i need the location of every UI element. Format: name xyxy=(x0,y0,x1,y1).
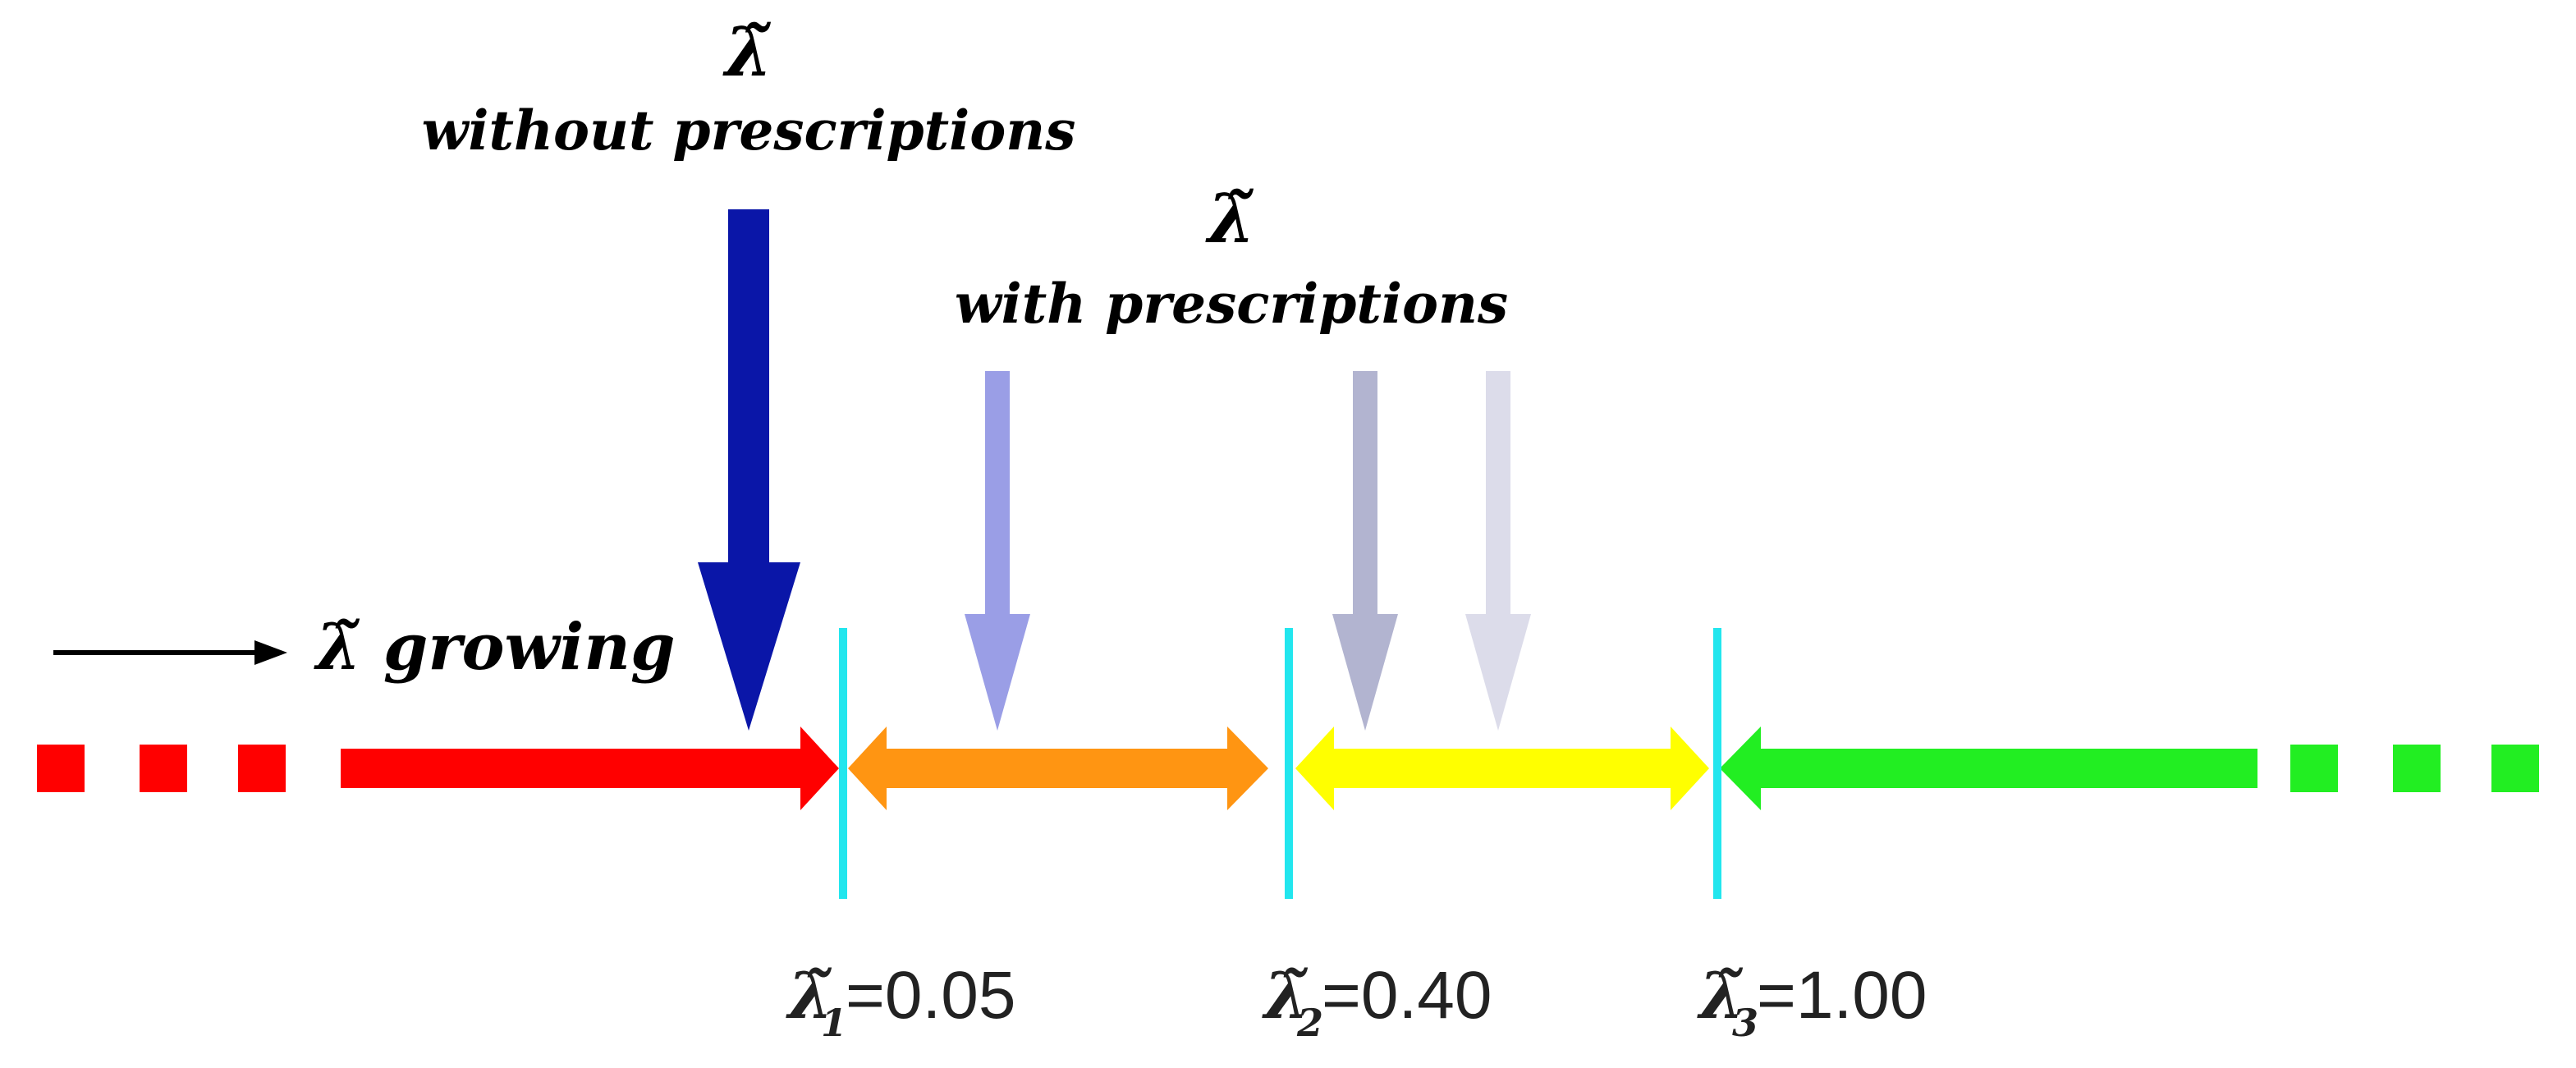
threshold-label-3: λ̃ 3 =1.00 xyxy=(1697,958,1927,1045)
with-prescriptions-arrow-1 xyxy=(965,371,1030,731)
yellow-double-arrow xyxy=(1295,727,1709,810)
threshold-divider-2 xyxy=(1285,628,1293,899)
orange-double-arrow xyxy=(848,727,1268,810)
without-prescriptions-arrow xyxy=(698,209,800,731)
threshold-2-value: =0.40 xyxy=(1322,958,1492,1033)
threshold-3-subscript: 3 xyxy=(1732,1001,1758,1045)
threshold-3-symbol: λ̃ xyxy=(1697,959,1744,1034)
threshold-3-value: =1.00 xyxy=(1757,958,1927,1033)
threshold-label-2: λ̃ 2 =0.40 xyxy=(1262,958,1492,1045)
growing-direction-arrow xyxy=(53,640,287,665)
threshold-divider-3 xyxy=(1713,628,1721,899)
threshold-divider-1 xyxy=(839,628,847,899)
threshold-2-symbol: λ̃ xyxy=(1262,959,1309,1034)
growing-label: λ̃ growing xyxy=(314,610,676,685)
red-arrow xyxy=(341,727,839,810)
threshold-1-symbol: λ̃ xyxy=(786,959,833,1034)
threshold-2-subscript: 2 xyxy=(1296,1001,1323,1045)
threshold-1-subscript: 1 xyxy=(821,1001,847,1045)
with-prescriptions-arrow-3 xyxy=(1465,371,1531,731)
green-arrow xyxy=(1720,727,2257,810)
threshold-label-1: λ̃ 1 =0.05 xyxy=(786,958,1015,1045)
without-label-text: without prescriptions xyxy=(422,99,1076,163)
without-label-symbol: λ̃ xyxy=(722,13,772,92)
red-dashes-left xyxy=(37,745,286,792)
with-label-text: with prescriptions xyxy=(955,272,1508,336)
green-dashes-right xyxy=(2290,745,2539,792)
threshold-1-value: =0.05 xyxy=(846,958,1015,1033)
with-label-symbol: λ̃ xyxy=(1205,180,1255,259)
with-prescriptions-arrow-2 xyxy=(1332,371,1398,731)
